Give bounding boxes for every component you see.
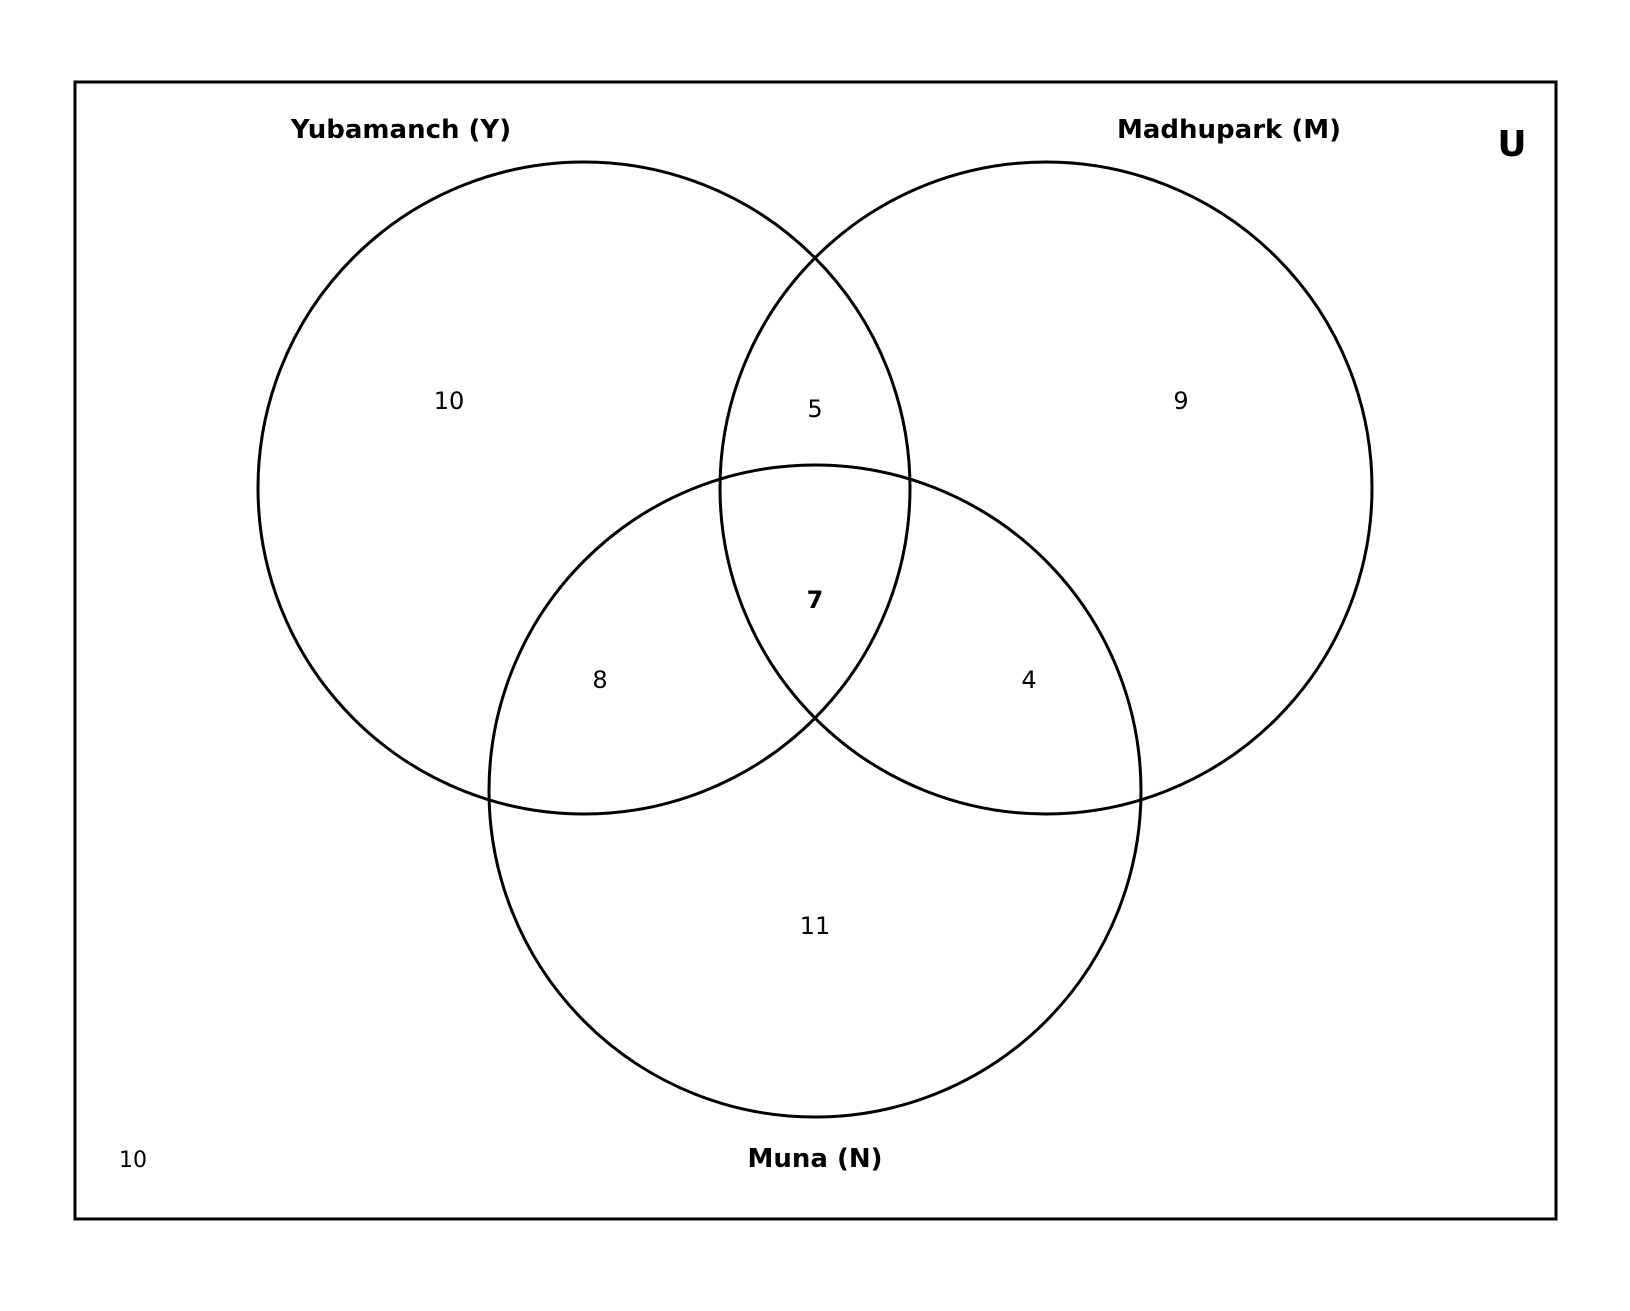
circle-muna	[487, 463, 1143, 1119]
region-n-only: 11	[800, 912, 831, 940]
universe-frame	[73, 80, 1558, 1221]
set-label-madhupark: Madhupark (M)	[1117, 115, 1341, 145]
universe-label: U	[1497, 124, 1526, 165]
set-label-yubamanch: Yubamanch (Y)	[290, 115, 511, 145]
region-y-and-m: 5	[807, 395, 822, 423]
set-label-muna: Muna (N)	[747, 1144, 882, 1174]
region-outside: 10	[119, 1148, 147, 1173]
circle-yubamanch	[256, 160, 912, 816]
circle-madhupark	[718, 160, 1374, 816]
region-m-and-n: 4	[1021, 666, 1036, 694]
region-y-only: 10	[434, 387, 465, 415]
region-m-only: 9	[1173, 387, 1188, 415]
region-y-m-n: 7	[807, 586, 824, 614]
region-y-and-n: 8	[592, 666, 607, 694]
